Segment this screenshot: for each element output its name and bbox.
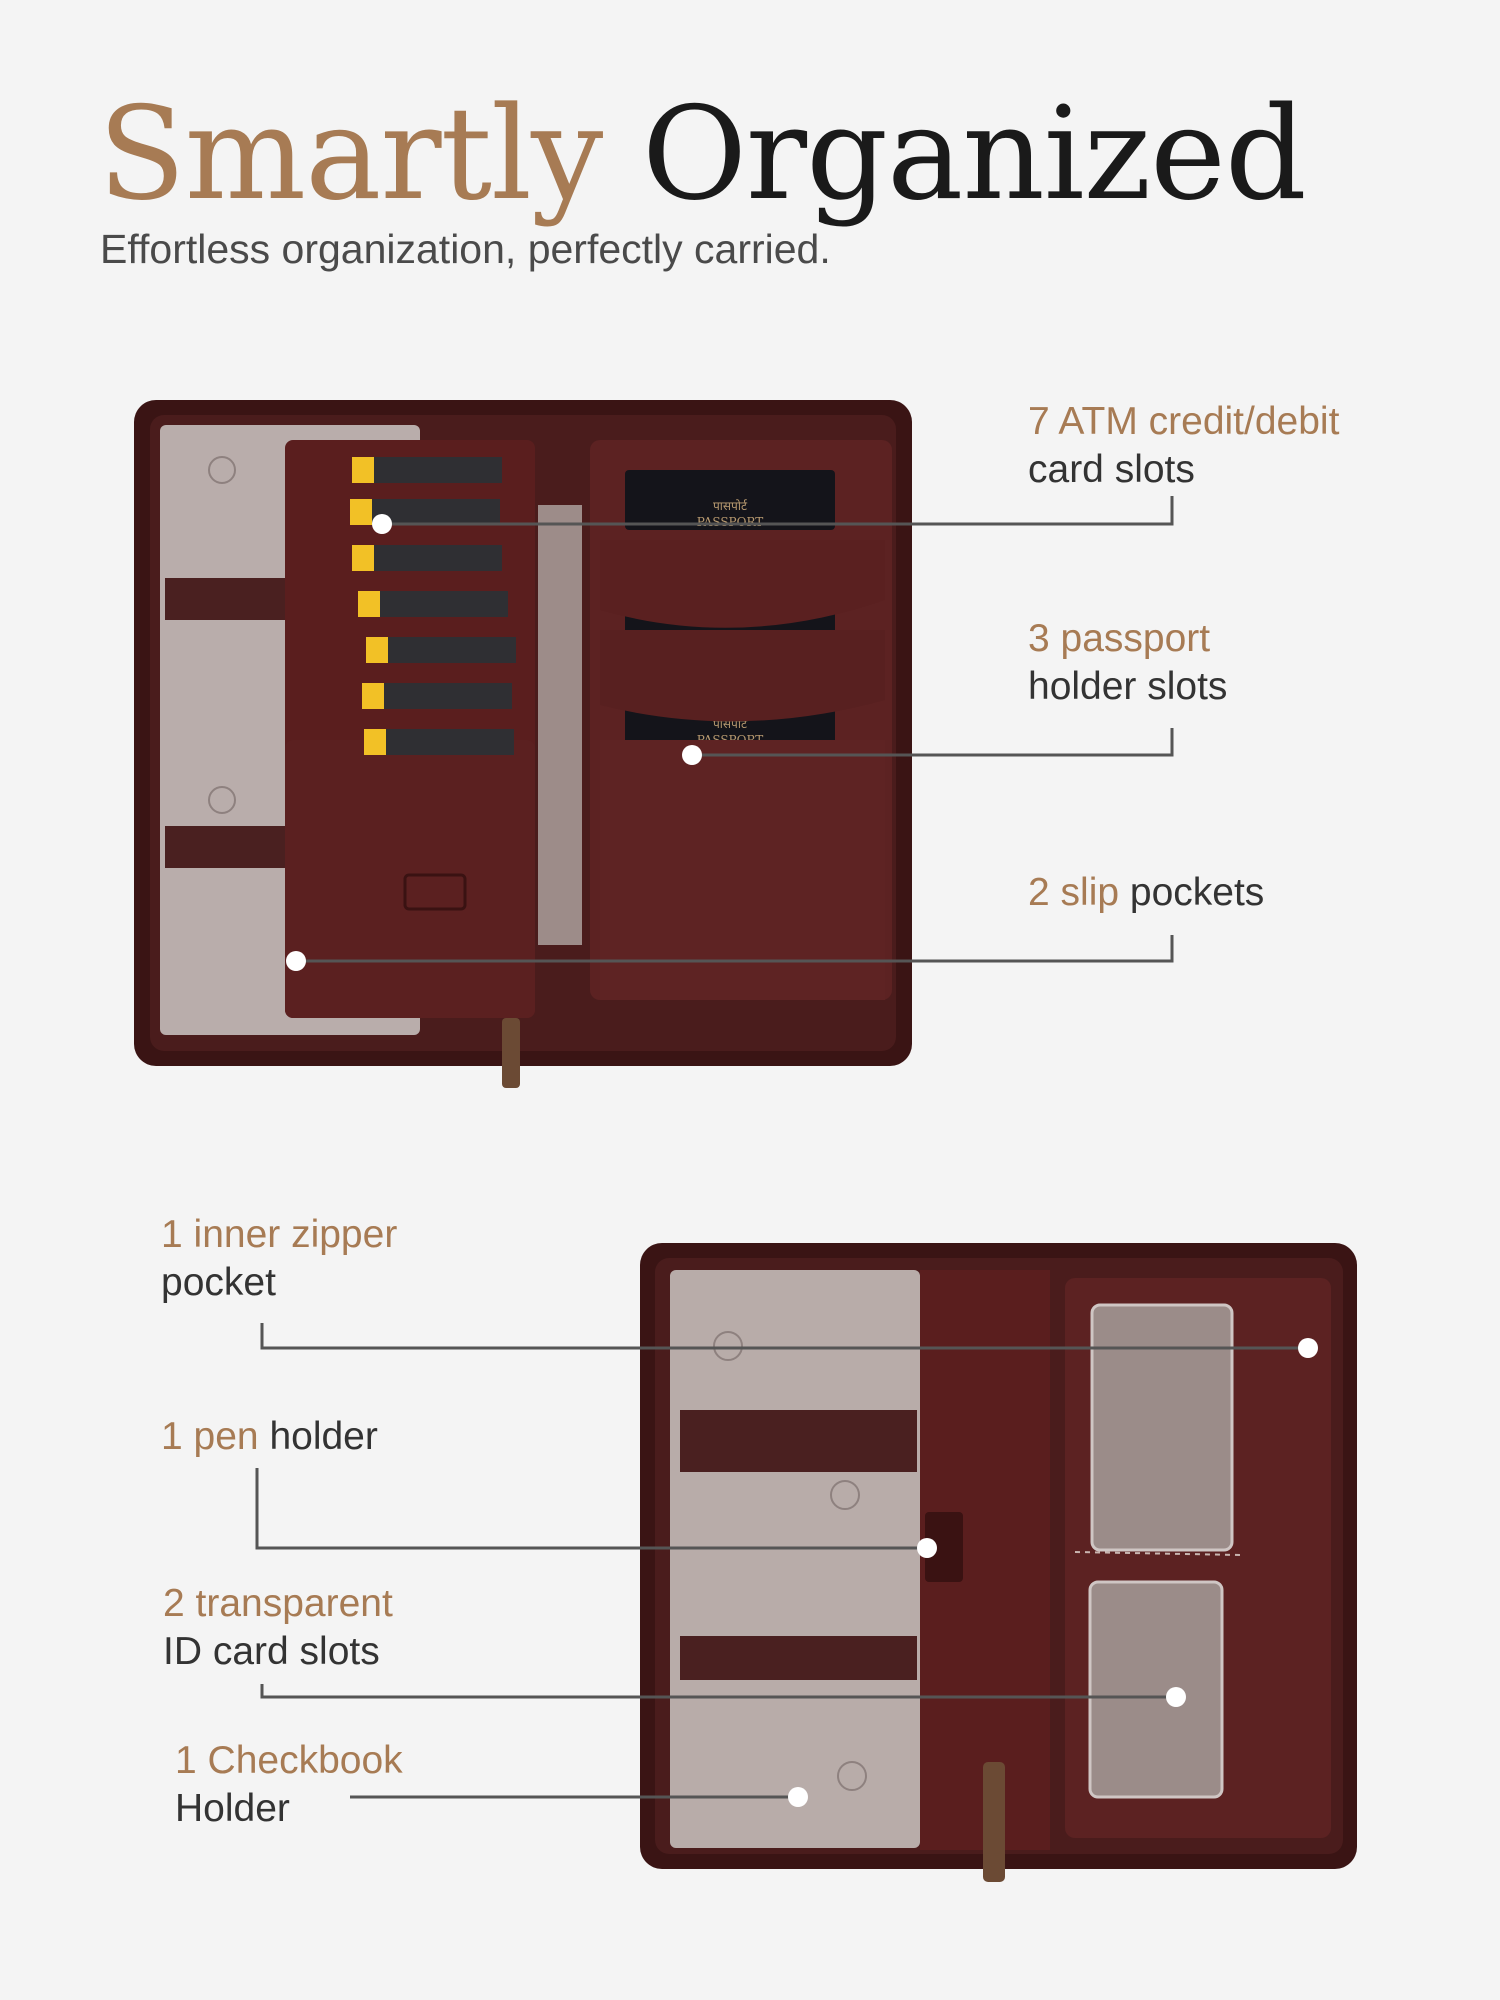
elastic-band bbox=[680, 1410, 917, 1472]
callout-pen-holder: 1 pen holder bbox=[161, 1413, 378, 1461]
center-lining bbox=[538, 505, 582, 945]
bottom-wallet-image bbox=[640, 1243, 1357, 1882]
brand-emboss bbox=[403, 873, 467, 911]
bottom-callout-dots bbox=[788, 1338, 1318, 1807]
callout-line2: ID card slots bbox=[163, 1630, 380, 1673]
callout-rest: pockets bbox=[1119, 871, 1265, 914]
callout-passport-slots: 3 passport holder slots bbox=[1028, 615, 1227, 711]
callout-checkbook-holder: 1 Checkbook Holder bbox=[175, 1737, 403, 1833]
callout-transparent-id-slots: 2 transparent ID card slots bbox=[163, 1580, 393, 1676]
logo-watermark bbox=[713, 1331, 743, 1361]
callout-accent: 1 Checkbook bbox=[175, 1739, 403, 1782]
callout-rest: holder bbox=[258, 1415, 378, 1458]
pen-holder bbox=[925, 1512, 963, 1582]
callout-inner-zipper-pocket: 1 inner zipper pocket bbox=[161, 1211, 397, 1307]
logo-watermark bbox=[208, 786, 236, 814]
svg-text:PASSPORT: PASSPORT bbox=[697, 515, 764, 529]
callout-accent: 1 pen bbox=[161, 1415, 259, 1458]
callout-slip-pockets: 2 slip pockets bbox=[1028, 869, 1264, 917]
page-subtitle: Effortless organization, perfectly carri… bbox=[100, 226, 831, 272]
callout-accent: 2 slip bbox=[1028, 871, 1120, 914]
callout-accent: 3 passport bbox=[1028, 617, 1211, 660]
top-callout-dots bbox=[286, 514, 702, 971]
callout-accent: 2 transparent bbox=[163, 1582, 393, 1625]
bottom-left-lining bbox=[670, 1270, 920, 1848]
callout-line2: holder slots bbox=[1028, 665, 1228, 708]
zipper-pull bbox=[502, 1018, 520, 1088]
elastic-band bbox=[680, 1636, 917, 1680]
zipper-pull bbox=[983, 1762, 1005, 1882]
id-window bbox=[1090, 1303, 1234, 1552]
atm-cards bbox=[350, 457, 516, 755]
logo-watermark bbox=[837, 1761, 867, 1791]
svg-text:पासपोर्ट: पासपोर्ट bbox=[713, 499, 748, 513]
top-leader-lines bbox=[296, 496, 1174, 963]
callout-line2: pocket bbox=[161, 1261, 276, 1304]
elastic-band bbox=[165, 826, 285, 868]
callout-accent: 1 inner zipper bbox=[161, 1213, 398, 1256]
logo-watermark bbox=[830, 1480, 860, 1510]
callout-atm-card-slots: 7 ATM credit/debit card slots bbox=[1028, 398, 1339, 494]
callout-line2: Holder bbox=[175, 1787, 290, 1830]
bottom-leader-lines bbox=[255, 1323, 1308, 1799]
title-dark-word: Organized bbox=[641, 80, 1307, 229]
title-accent-word: Smartly bbox=[98, 80, 603, 229]
id-window bbox=[1088, 1580, 1224, 1799]
elastic-band bbox=[165, 578, 285, 620]
page-title: Smartly Organized bbox=[98, 80, 1307, 230]
callout-line2: card slots bbox=[1028, 448, 1195, 491]
callout-accent: 7 ATM credit/debit bbox=[1028, 400, 1340, 443]
logo-watermark bbox=[208, 456, 236, 484]
top-wallet-image: पासपोर्ट PASSPORT पासपोर्ट PASSPORT पासप… bbox=[134, 400, 912, 1088]
